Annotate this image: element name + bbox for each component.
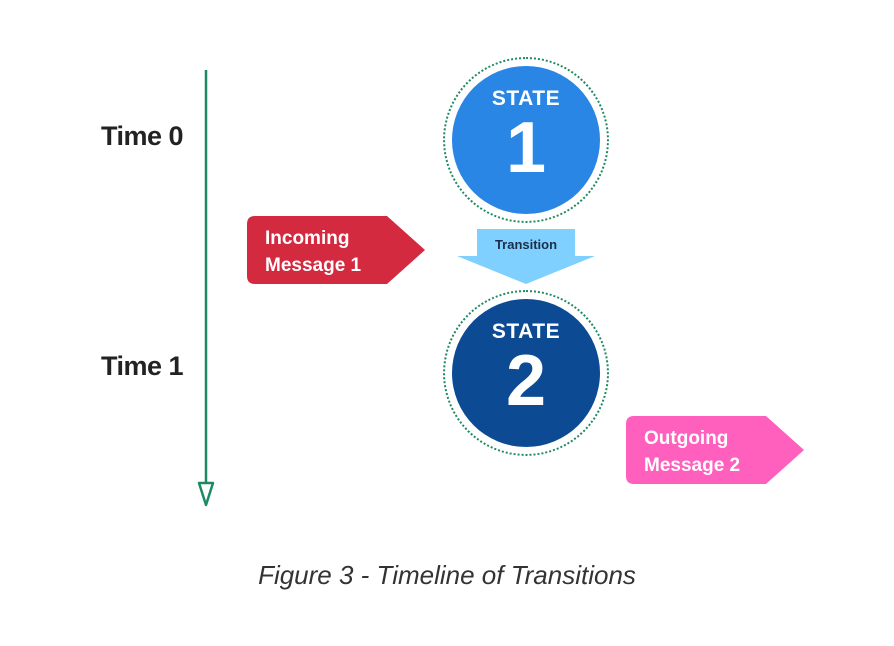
outgoing-message-line2: Message 2 [644,455,741,476]
outgoing-message-line1: Outgoing [644,428,729,449]
state-1-node: STATE 1 [443,57,609,223]
state-2-dotted-ring [443,290,609,456]
outgoing-message-tag: Outgoing Message 2 [626,416,804,484]
incoming-message-line2: Message 1 [265,255,362,276]
incoming-message-text: Incoming Message 1 [265,225,361,279]
incoming-message-line1: Incoming [265,228,350,249]
state-1-dotted-ring [443,57,609,223]
transition-arrow-shape [457,229,595,284]
state-2-number: 2 [505,341,547,421]
incoming-message-tag: Incoming Message 1 [247,216,425,284]
timeline-arrowhead [197,481,215,507]
transition-arrow: Transition [456,229,596,285]
outgoing-message-text: Outgoing Message 2 [644,425,740,479]
transition-label: Transition [494,237,558,252]
state-2-label: STATE [491,320,561,343]
state-2-circle: STATE 2 [452,299,600,447]
time-0-label: Time 0 [101,121,184,151]
outgoing-message-shape [626,416,804,484]
state-1-label: STATE [491,87,561,110]
state-1-number: 1 [505,108,547,188]
incoming-message-shape [247,216,425,284]
time-1-label: Time 1 [101,351,184,381]
state-2-node: STATE 2 [443,290,609,456]
state-1-circle: STATE 1 [452,66,600,214]
figure-caption: Figure 3 - Timeline of Transitions [258,560,636,590]
